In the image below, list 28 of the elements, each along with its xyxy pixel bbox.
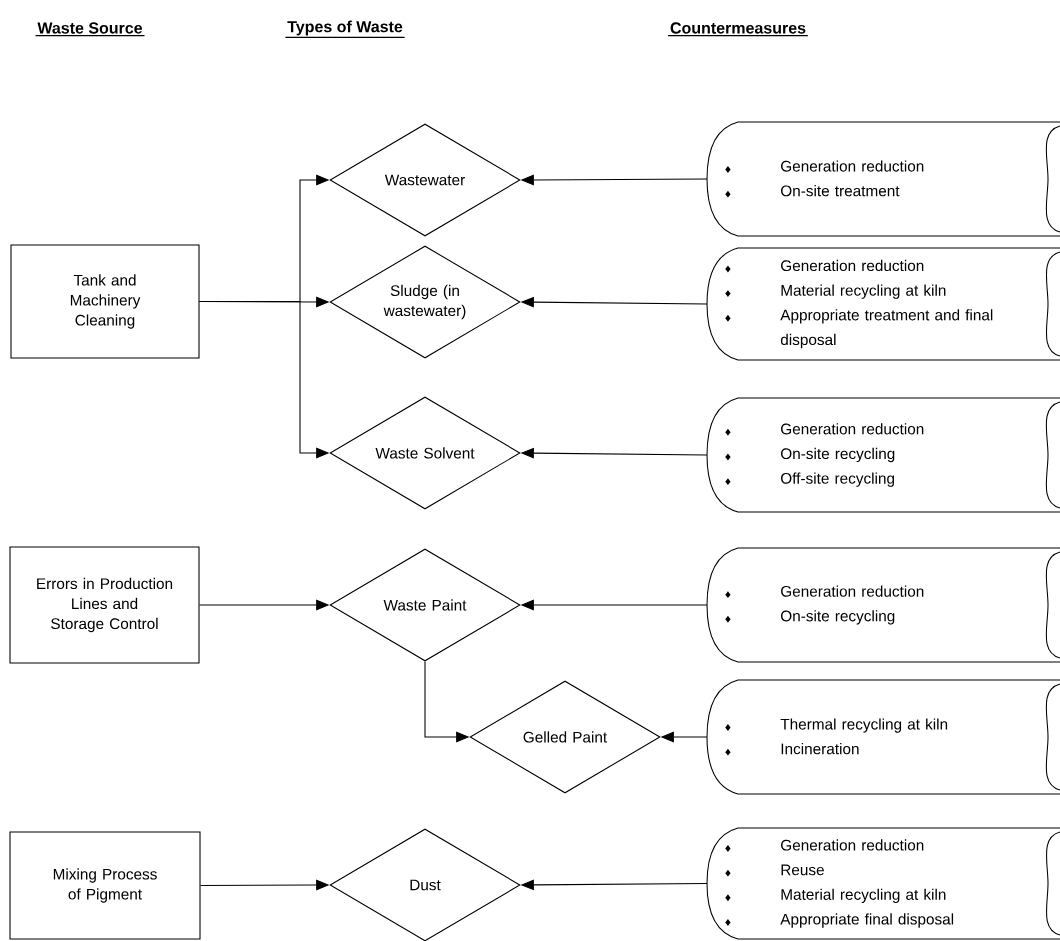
source-box: Errors in Production Lines and Storage Control: [9, 546, 200, 664]
list-item: On-site recycling: [781, 610, 895, 625]
list-item: Generation reduction: [781, 839, 924, 851]
countermeasure-box: [706, 827, 1060, 940]
list-item: Generation reduction: [781, 259, 924, 272]
list-item: Generation reduction: [781, 423, 924, 435]
countermeasure-box: [706, 247, 1060, 361]
list-item: On-site treatment: [781, 185, 900, 197]
countermeasure-box: [706, 547, 1060, 663]
list-item: Material recycling at kiln: [781, 284, 946, 299]
countermeasure-box: [706, 679, 1060, 795]
list-item: Generation reduction: [781, 160, 924, 172]
list-item: On-site recycling: [781, 447, 895, 463]
column-heading: Countermeasures: [667, 22, 809, 37]
source-box: Tank and Machinery Cleaning: [10, 244, 200, 359]
list-item: Reuse: [781, 864, 824, 876]
countermeasure-box: [706, 397, 1060, 513]
list-item: Incineration: [781, 743, 859, 755]
list-item: Appropriate final disposal: [780, 913, 954, 928]
source-box: Mixing Process of Pigment: [9, 831, 201, 940]
list-item: Material recycling at kiln: [781, 888, 946, 903]
list-item: Appropriate treatment and final disposal: [780, 309, 993, 349]
list-item: Off-site recycling: [781, 472, 894, 487]
column-heading: Types of Waste: [284, 20, 406, 38]
column-heading: Waste Source: [34, 22, 146, 37]
list-item: Thermal recycling at kiln: [780, 718, 948, 733]
list-item: Generation reduction: [781, 585, 924, 597]
countermeasure-box: [706, 121, 1060, 237]
